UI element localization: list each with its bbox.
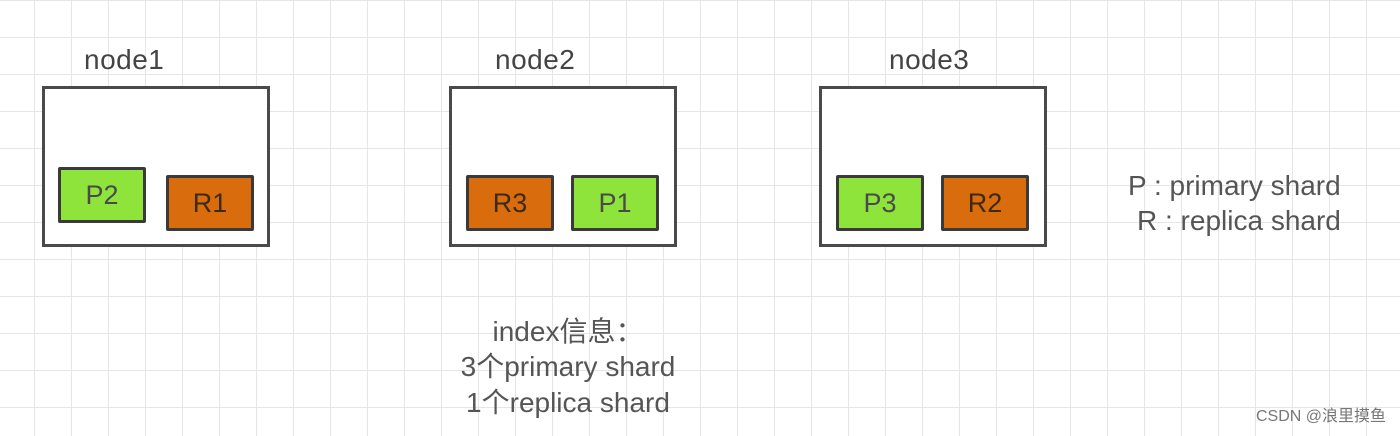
node3-box: P3 R2: [819, 86, 1047, 247]
node2-label: node2: [495, 44, 576, 75]
node1-shard-p2: P2: [58, 167, 146, 223]
legend-replica: R : replica shard: [1137, 205, 1341, 236]
index-info-replica: 1个replica shard: [466, 387, 670, 418]
node1-shard-r1: R1: [166, 175, 254, 231]
legend-primary: P : primary shard: [1128, 170, 1341, 201]
node2-shard-r3: R3: [466, 175, 554, 231]
node2-box: R3 P1: [449, 86, 677, 247]
csdn-watermark: CSDN @浪里摸鱼: [1255, 408, 1386, 425]
node2-shard-p1: P1: [571, 175, 659, 231]
node3-label: node3: [889, 44, 970, 75]
node3-shard-p3: P3: [836, 175, 924, 231]
node1-box: P2 R1: [42, 86, 270, 247]
index-info-title: index信息：: [492, 316, 644, 347]
node1-label: node1: [84, 44, 165, 75]
index-info-primary: 3个primary shard: [460, 351, 676, 382]
node3-shard-r2: R2: [941, 175, 1029, 231]
